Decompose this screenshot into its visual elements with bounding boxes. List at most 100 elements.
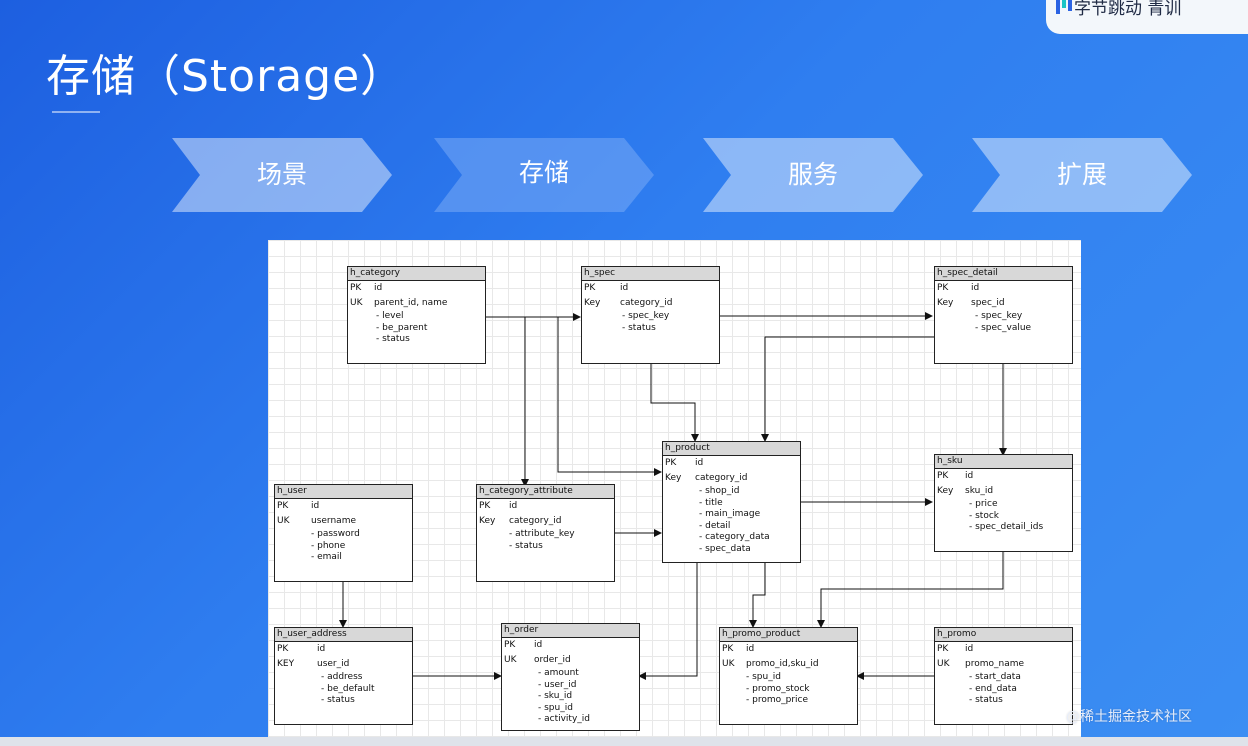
edge-category-product <box>557 317 662 476</box>
field: - address <box>321 672 363 682</box>
table-title: h_sku <box>935 455 1072 469</box>
key-type: PK <box>937 644 949 654</box>
key-type: PK <box>584 283 596 293</box>
key-type: PK <box>937 283 949 293</box>
key-field: category_id <box>620 298 673 308</box>
key-field: id <box>746 644 755 654</box>
key-type: Key <box>584 298 601 308</box>
field: - spu_id <box>746 672 781 682</box>
field: - be_default <box>321 683 375 694</box>
table-title: h_order <box>502 624 639 638</box>
step-2-label: 存储 <box>518 158 569 187</box>
table-title: h_promo <box>935 628 1072 642</box>
step-1: 场景 <box>172 138 392 212</box>
field: - category_data <box>699 532 770 542</box>
key-field: id <box>620 283 629 293</box>
slide-title: 存储（Storage） <box>46 51 406 102</box>
key-type: UK <box>350 298 363 308</box>
bytedance-logo-icon-2 <box>1062 0 1066 8</box>
field: - user_id <box>538 679 577 690</box>
brand-logo <box>1046 0 1248 34</box>
table-title: h_user <box>275 485 412 499</box>
bottom-bar <box>0 737 1248 746</box>
key-type: UK <box>277 516 290 526</box>
step-3-label: 服务 <box>787 160 838 189</box>
field: - status <box>509 540 543 551</box>
field: - detail <box>699 520 731 531</box>
field: - spec_key <box>622 311 670 321</box>
key-field: user_id <box>317 659 350 669</box>
edge-spec-product <box>650 364 699 442</box>
edge-product-promoproduct <box>749 563 766 628</box>
field: - password <box>311 529 360 539</box>
field: - status <box>969 695 1003 705</box>
key-field: id <box>311 501 320 511</box>
field: - status <box>376 334 410 344</box>
key-type: PK <box>722 644 734 654</box>
field: - status <box>321 695 355 705</box>
field: - title <box>699 497 723 508</box>
edge-specdetail-product <box>761 336 934 442</box>
field: - be_parent <box>376 322 428 333</box>
key-type: PK <box>277 644 289 654</box>
key-type: UK <box>504 655 517 665</box>
field: - spec_detail_ids <box>969 522 1044 532</box>
field: - promo_price <box>746 695 809 705</box>
key-field: id <box>509 501 518 511</box>
key-field: category_id <box>695 473 748 483</box>
field: - attribute_key <box>509 529 575 539</box>
key-type: Key <box>479 516 496 526</box>
key-field: sku_id <box>965 486 994 496</box>
field: - start_data <box>969 672 1021 682</box>
bytedance-logo-icon <box>1056 0 1060 14</box>
key-type: Key <box>937 486 954 496</box>
key-type: PK <box>350 283 362 293</box>
key-type: UK <box>937 659 950 669</box>
edge-product-order <box>638 563 698 680</box>
key-field: promo_name <box>965 659 1025 669</box>
key-field: id <box>971 283 980 293</box>
key-field: id <box>695 458 704 468</box>
field: - shop_id <box>699 486 740 496</box>
step-3: 服务 <box>703 138 923 212</box>
field: - spec_data <box>699 543 751 554</box>
credit-watermark: @稀土掘金技术社区 <box>1066 709 1192 725</box>
table-title: h_category <box>348 267 485 281</box>
edge-sku-promoproduct <box>817 552 1004 628</box>
table-h-category-attribute: h_category_attribute PK id Key category_id… <box>476 484 615 582</box>
key-field: parent_id, name <box>374 298 448 308</box>
key-field: id <box>965 471 974 481</box>
field: - end_data <box>969 683 1017 694</box>
field: - status <box>622 322 656 333</box>
key-type: PK <box>479 501 491 511</box>
field: - spec_value <box>975 322 1032 333</box>
relation-lines <box>339 312 1007 680</box>
field: - stock <box>969 510 999 521</box>
key-type: UK <box>722 659 735 669</box>
key-type: Key <box>665 473 682 483</box>
field: - activity_id <box>538 714 590 724</box>
key-type: PK <box>277 501 289 511</box>
table-title: h_spec_detail <box>935 267 1072 281</box>
title-underline <box>52 111 100 113</box>
table-title: h_category_attribute <box>477 485 614 499</box>
step-4: 扩展 <box>972 138 1192 212</box>
key-type: PK <box>937 471 949 481</box>
key-type: PK <box>665 458 677 468</box>
step-1-label: 场景 <box>256 160 307 189</box>
step-4-label: 扩展 <box>1056 160 1107 189</box>
key-field: id <box>374 283 383 293</box>
key-field: username <box>311 516 356 526</box>
field: - spec_key <box>975 311 1023 321</box>
step-2: 存储 <box>434 138 654 212</box>
table-title: h_user_address <box>275 628 412 642</box>
key-field: category_id <box>509 516 562 526</box>
field: - spu_id <box>538 702 573 713</box>
